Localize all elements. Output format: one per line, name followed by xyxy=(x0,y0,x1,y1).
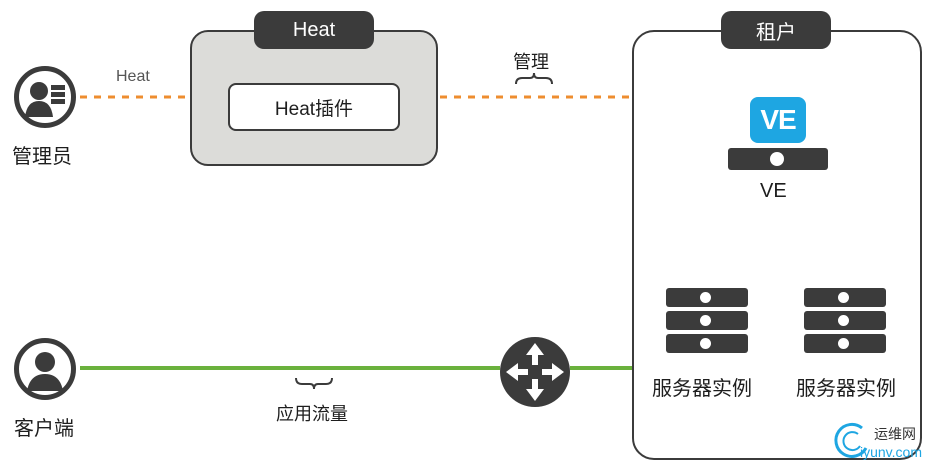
watermark-logo-icon xyxy=(834,422,868,458)
watermark-text: 运维网 xyxy=(874,426,916,442)
server-instance-label: 服务器实例 xyxy=(796,378,896,400)
tenant-title-tab: 租户 xyxy=(721,11,831,49)
server-stack-icon xyxy=(666,288,748,353)
heat-title-tab: Heat xyxy=(254,11,374,49)
edge-label-management: 管理 xyxy=(513,52,549,72)
watermark-domain: iyunv.com xyxy=(860,444,922,460)
ve-badge-icon: VE xyxy=(750,97,806,143)
heat-plugin-box[interactable]: Heat插件 xyxy=(228,83,400,131)
router-icon xyxy=(500,337,570,407)
edge-label-app-traffic: 应用流量 xyxy=(276,404,348,424)
brace-traffic xyxy=(295,377,333,390)
ve-device-icon xyxy=(728,148,828,170)
admin-label: 管理员 xyxy=(12,146,72,168)
edge-label-heat: Heat xyxy=(116,68,150,85)
server-stack-icon xyxy=(804,288,886,353)
server-instance-label: 服务器实例 xyxy=(652,378,752,400)
admin-person-icon xyxy=(14,66,76,128)
client-label: 客户端 xyxy=(14,418,74,440)
client-person-icon xyxy=(14,338,76,400)
ve-label: VE xyxy=(760,180,787,202)
brace-management xyxy=(515,72,553,85)
